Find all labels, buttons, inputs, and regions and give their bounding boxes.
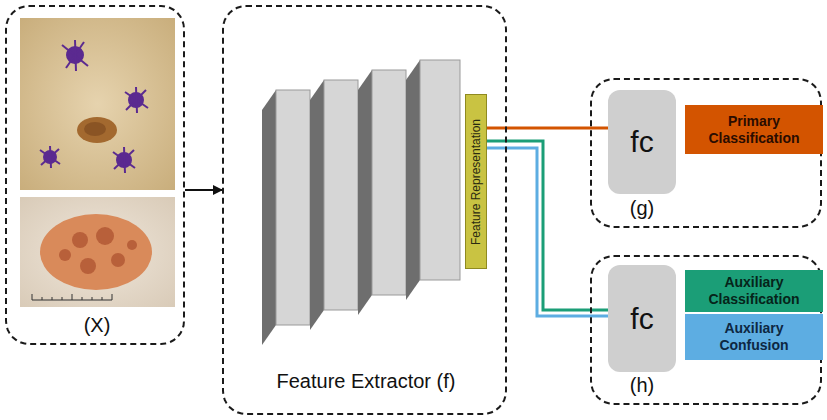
group-label: Feature Extractor (f) (277, 370, 456, 392)
box-label: Feature Representation (469, 118, 483, 244)
label-holder: Feature Extractor (f) (256, 370, 476, 393)
dermoscopy-image (20, 197, 175, 307)
dermoscopy-image (20, 18, 175, 190)
output-tag: Primary Classification (685, 105, 823, 154)
slab (358, 70, 406, 315)
fc-box: fc (608, 90, 676, 194)
box-label: Primary Classification (685, 113, 823, 147)
label-holder: (g) (532, 197, 752, 220)
box-label: Auxiliary Confusion (685, 320, 823, 354)
ink-marks (40, 40, 148, 173)
slab (262, 90, 310, 345)
lesion-texture (59, 227, 137, 274)
slab (406, 60, 460, 300)
group-label: (h) (630, 374, 654, 396)
lesion (77, 117, 117, 143)
label-holder: (h) (532, 374, 752, 397)
slab (310, 80, 358, 330)
fc-box: fc (608, 265, 676, 372)
ruler (32, 294, 112, 300)
flow-arrow (185, 189, 222, 191)
group-label: (g) (630, 197, 654, 219)
box-label: Auxiliary Classification (685, 274, 823, 308)
head-group: (h) fc Auxiliary ClassificationAuxiliary C… (590, 255, 822, 405)
extractor-group: Feature Extractor (f) Feature Representat… (222, 5, 507, 415)
label-holder: (X) (0, 314, 207, 337)
lesion (40, 214, 152, 290)
output-tag: Auxiliary Classification (685, 270, 823, 312)
feature-bar: Feature Representation (465, 94, 487, 269)
input-group: (X) (5, 5, 185, 345)
layer-label: fc (630, 125, 653, 159)
group-label: (X) (84, 314, 111, 336)
lesion-core (84, 122, 106, 136)
layer-label: fc (630, 302, 653, 336)
output-tag: Auxiliary Confusion (685, 314, 823, 360)
head-group: (g) fc Primary Classification (590, 78, 822, 228)
